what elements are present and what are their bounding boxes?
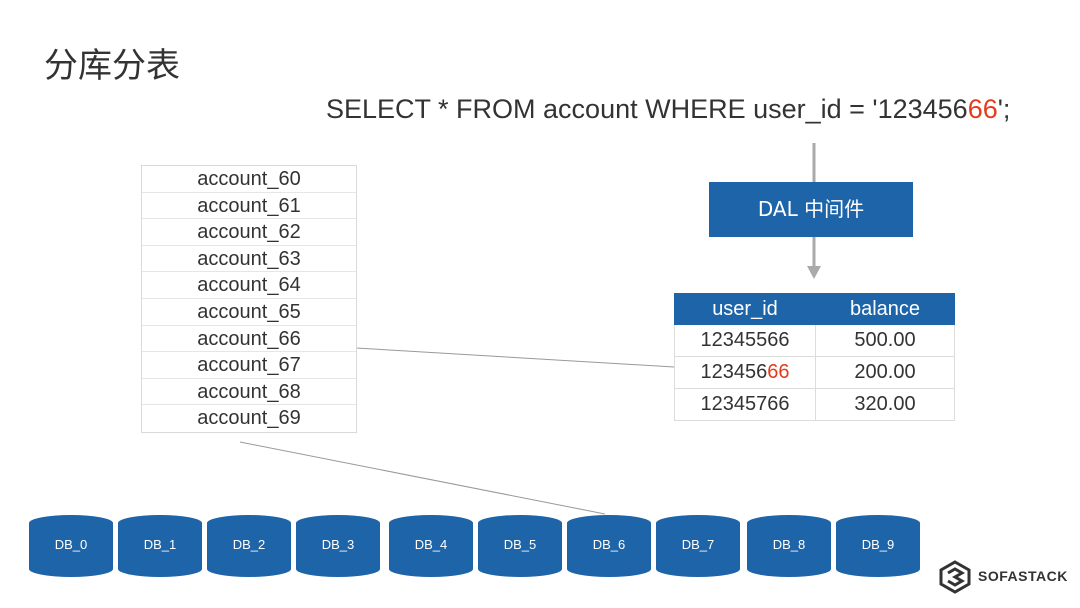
cell-user-id: 12345766 — [674, 388, 816, 421]
database-cylinder: DB_6 — [567, 515, 651, 577]
cell-balance: 320.00 — [815, 388, 955, 421]
database-cylinder: DB_0 — [29, 515, 113, 577]
slide-title: 分库分表 — [44, 46, 180, 86]
database-cylinder: DB_3 — [296, 515, 380, 577]
database-cylinder: DB_1 — [118, 515, 202, 577]
arrow-head — [807, 266, 821, 279]
account-table-item: account_66 — [142, 326, 356, 353]
dal-middleware-box: DAL 中间件 — [709, 182, 913, 237]
account-table-item: account_62 — [142, 219, 356, 246]
account-table-item: account_67 — [142, 352, 356, 379]
table-row: 12345766 320.00 — [674, 388, 955, 421]
account-table-item: account_61 — [142, 193, 356, 220]
account-table-item: account_68 — [142, 379, 356, 406]
database-cylinder: DB_7 — [656, 515, 740, 577]
account-table-item: account_64 — [142, 272, 356, 299]
table-row: 12345566 500.00 — [674, 324, 955, 357]
database-cylinder: DB_4 — [389, 515, 473, 577]
sql-suffix: '; — [997, 94, 1011, 124]
result-table: user_id balance 12345566 500.00 12345666… — [674, 293, 955, 421]
sofastack-logo-icon — [939, 560, 971, 594]
account-table-item: account_60 — [142, 166, 356, 193]
sofastack-logo-text: SOFASTACK — [978, 568, 1068, 584]
header-user-id: user_id — [674, 293, 816, 325]
sofastack-logo: SOFASTACK — [938, 560, 1068, 594]
account-table-item: account_69 — [197, 407, 301, 430]
table-row: 12345666 200.00 — [674, 356, 955, 389]
header-balance: balance — [815, 293, 955, 325]
cell-balance: 500.00 — [815, 324, 955, 357]
cell-balance: 200.00 — [815, 356, 955, 389]
result-header-row: user_id balance — [674, 293, 955, 325]
database-cylinder: DB_9 — [836, 515, 920, 577]
database-cylinder: DB_2 — [207, 515, 291, 577]
database-cylinder: DB_8 — [747, 515, 831, 577]
sql-statement: SELECT * FROM account WHERE user_id = '1… — [326, 94, 1010, 125]
link-account-69-to-db6 — [239, 441, 606, 515]
cell-user-id: 12345666 — [674, 356, 816, 389]
account-table-item: account_63 — [142, 246, 356, 273]
account-table-list: account_60 account_61 account_62 account… — [141, 165, 357, 433]
cell-user-id: 12345566 — [674, 324, 816, 357]
link-account-66-to-row — [355, 347, 675, 368]
sql-prefix: SELECT * FROM account WHERE user_id = '1… — [326, 94, 968, 124]
account-table-item: account_65 — [142, 299, 356, 326]
sql-highlight: 66 — [967, 94, 998, 124]
database-cylinder: DB_5 — [478, 515, 562, 577]
